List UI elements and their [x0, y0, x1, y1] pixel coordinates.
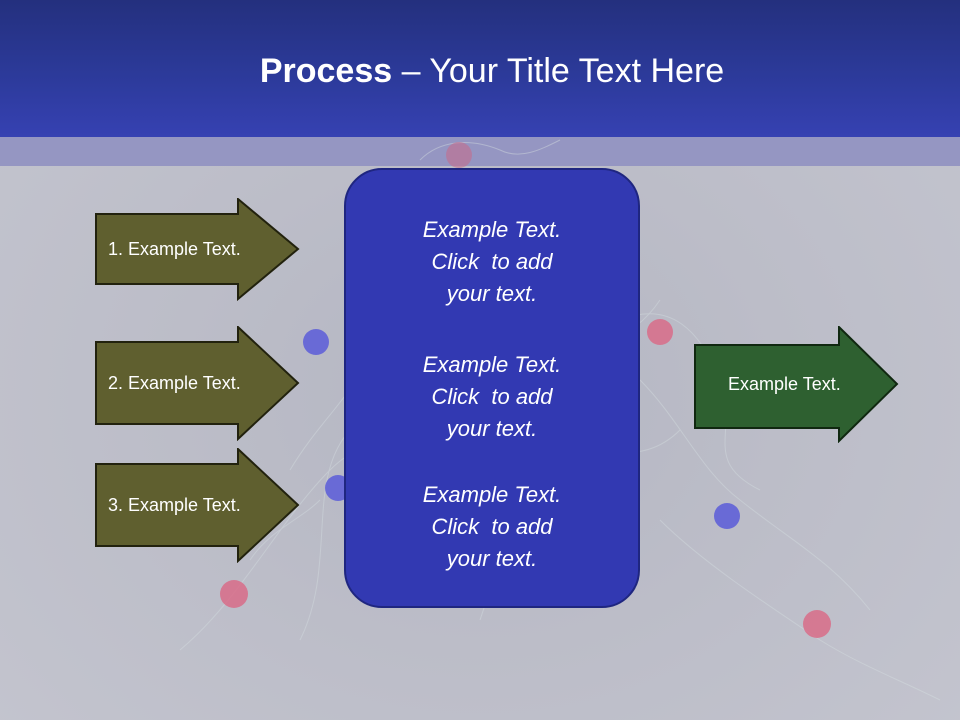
center-text-block-3: Example Text. Click to add your text. — [346, 479, 638, 575]
decor-bead-pink — [803, 610, 831, 638]
left-arrow-label: 1. Example Text. — [108, 239, 241, 259]
left-arrow-2[interactable]: 2. Example Text. — [95, 326, 300, 441]
decor-bead-pink — [647, 319, 673, 345]
decor-bead-blue — [303, 329, 329, 355]
center-text-block-2: Example Text. Click to add your text. — [346, 349, 638, 445]
block-line: Click to add — [431, 514, 553, 539]
title-underline-band — [0, 137, 960, 166]
block-line: your text. — [446, 416, 538, 441]
title-bar: Process – Your Title Text Here — [0, 0, 960, 137]
block-line: your text. — [446, 546, 538, 571]
block-line: Click to add — [431, 384, 553, 409]
decor-bead-pink — [446, 142, 472, 168]
decor-bead-pink — [220, 580, 248, 608]
block-line: Click to add — [431, 249, 553, 274]
right-arrow-label: Example Text. — [728, 374, 841, 394]
arrow-shape — [95, 326, 300, 441]
arrow-shape — [95, 198, 300, 301]
arrow-shape — [694, 326, 899, 443]
block-line: Example Text. — [422, 217, 562, 242]
center-text-block-1: Example Text. Click to add your text. — [346, 214, 638, 310]
block-line: Example Text. — [422, 352, 562, 377]
center-content-box[interactable]: Example Text. Click to add your text. Ex… — [344, 168, 640, 608]
title-rest: – Your Title Text Here — [392, 52, 725, 90]
title-bold: Process — [259, 52, 393, 90]
block-line: your text. — [446, 281, 538, 306]
left-arrow-label: 2. Example Text. — [108, 373, 241, 393]
slide-title[interactable]: Process – Your Title Text Here — [0, 52, 960, 91]
block-line: Example Text. — [422, 482, 562, 507]
right-arrow[interactable]: Example Text. — [694, 326, 899, 443]
left-arrow-3[interactable]: 3. Example Text. — [95, 448, 300, 563]
decor-bead-blue — [714, 503, 740, 529]
left-arrow-1[interactable]: 1. Example Text. — [95, 198, 300, 301]
left-arrow-label: 3. Example Text. — [108, 495, 241, 515]
arrow-shape — [95, 448, 300, 563]
